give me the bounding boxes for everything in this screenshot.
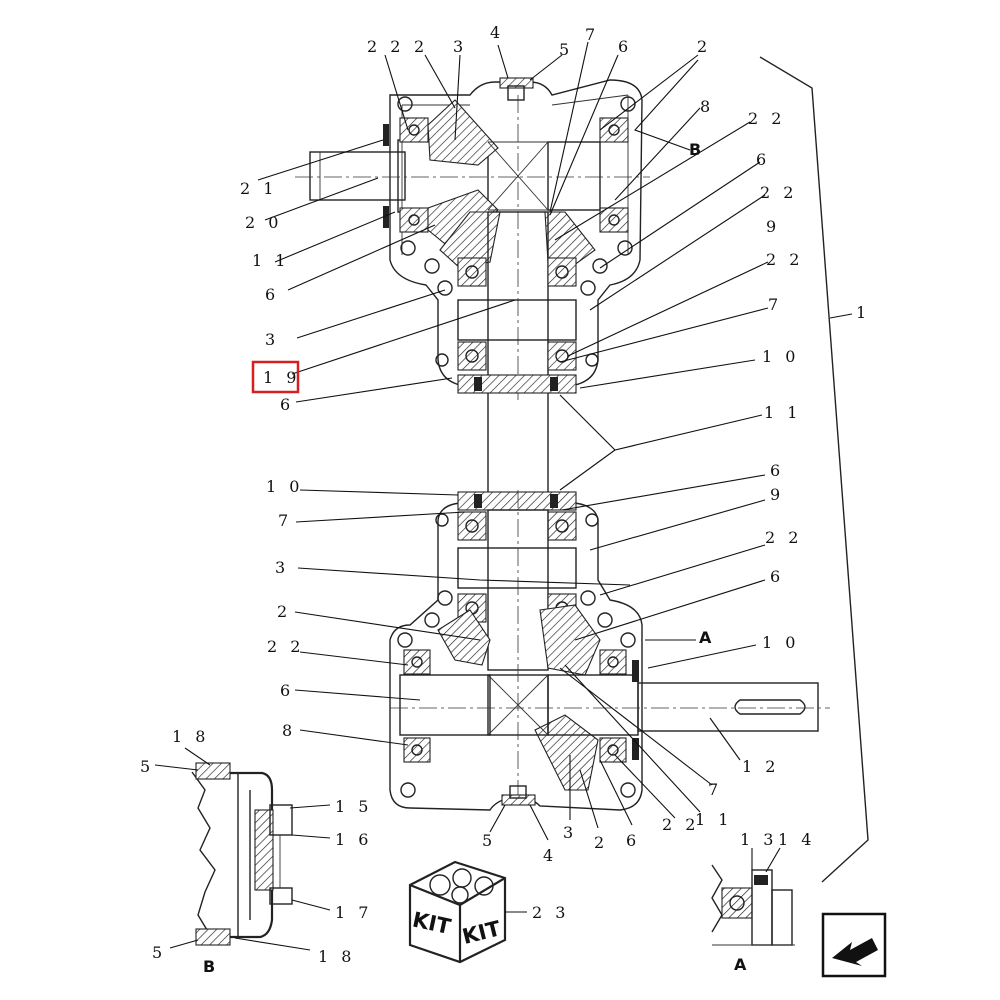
callout-B-top: B: [689, 140, 701, 159]
callout-6-l2: 6: [280, 395, 294, 414]
callout-17: 1 7: [335, 903, 372, 922]
leader-lines: [154, 41, 853, 951]
kit-box: KIT KIT: [408, 860, 507, 964]
detail-view-b: [191, 762, 293, 946]
callout-22-r3: 2 2: [766, 250, 803, 269]
callout-22-b: 2 2: [662, 815, 699, 834]
callout-19: 1 9: [263, 368, 300, 387]
callout-8-l2: 8: [282, 721, 296, 740]
callout-7-l2: 7: [278, 511, 292, 530]
callout-5-detailB-top: 5: [140, 757, 154, 776]
callout-11-l1: 1 1: [252, 251, 289, 270]
callout-6-r2: 6: [770, 461, 784, 480]
callout-3-top: 3: [453, 37, 467, 56]
callout-3-b: 3: [563, 823, 577, 842]
callout-6-b: 6: [626, 831, 640, 850]
connecting-shaft: [487, 393, 549, 495]
callout-18-top: 1 8: [172, 727, 209, 746]
callout-11-b: 1 1: [695, 810, 732, 829]
callout-22-r4: 2 2: [765, 528, 802, 547]
callout-6-top: 6: [618, 37, 632, 56]
callout-6-r3: 6: [770, 567, 784, 586]
callout-22-l2: 2 2: [267, 637, 304, 656]
callout-9-r2: 9: [770, 485, 784, 504]
callout-9-r1: 9: [766, 217, 780, 236]
detail-view-a: [711, 864, 795, 946]
top-gearbox: [295, 77, 650, 400]
callout-13: 1 3: [740, 830, 777, 849]
callout-7-r1: 7: [768, 295, 782, 314]
callout-15: 1 5: [335, 797, 372, 816]
callout-4-b: 4: [543, 846, 557, 865]
callout-21: 2 1: [240, 179, 277, 198]
assembly-bracket: [759, 56, 869, 883]
callout-5-detailB-bottom: 5: [152, 943, 166, 962]
callout-4-top: 4: [490, 23, 504, 42]
callout-6-l3: 6: [280, 681, 294, 700]
callout-12: 1 2: [742, 757, 779, 776]
callout-6-r1: 6: [756, 150, 770, 169]
navigation-arrow-icon[interactable]: [821, 912, 887, 978]
callout-1: 1: [856, 303, 870, 322]
callout-B-detail: B: [203, 957, 215, 976]
callout-22-r2: 2 2: [760, 183, 797, 202]
callout-7-r3: 7: [708, 780, 722, 799]
callout-10-r1: 1 0: [762, 347, 799, 366]
callout-3-l2: 3: [275, 558, 289, 577]
callout-2-l2: 2: [277, 602, 291, 621]
callout-A-detail: A: [734, 955, 747, 974]
callout-5-b: 5: [482, 831, 496, 850]
callout-16: 1 6: [335, 830, 372, 849]
callout-22-r1: 2 2: [748, 109, 785, 128]
callout-22-top: 2 2: [367, 37, 404, 56]
callout-23: 2 3: [532, 903, 569, 922]
callout-10-r2: 1 0: [762, 633, 799, 652]
callout-2-b: 2: [594, 833, 608, 852]
callout-7-top: 7: [585, 25, 599, 44]
callout-A-mid: A: [699, 628, 712, 647]
callout-18-bottom: 1 8: [318, 947, 355, 966]
callout-14: 1 4: [778, 830, 815, 849]
bottom-gearbox: [389, 490, 830, 811]
highlight-box-19: [251, 360, 300, 394]
kit-label-left: KIT: [410, 908, 453, 940]
callout-10-l2: 1 0: [266, 477, 303, 496]
callout-20: 2 0: [245, 213, 282, 232]
callout-labels: 2 2 2 3 4 5 7 6 2 8 B 2 2 6 2 2 9 2 2 7 …: [140, 23, 870, 976]
callout-5-top: 5: [559, 40, 573, 59]
callout-2-topright: 2: [697, 37, 711, 56]
callout-6-l1: 6: [265, 285, 279, 304]
callout-11-r1: 1 1: [764, 403, 801, 422]
callout-8-top: 8: [700, 97, 714, 116]
callout-3-l1: 3: [265, 330, 279, 349]
callout-2-top: 2: [414, 37, 428, 56]
